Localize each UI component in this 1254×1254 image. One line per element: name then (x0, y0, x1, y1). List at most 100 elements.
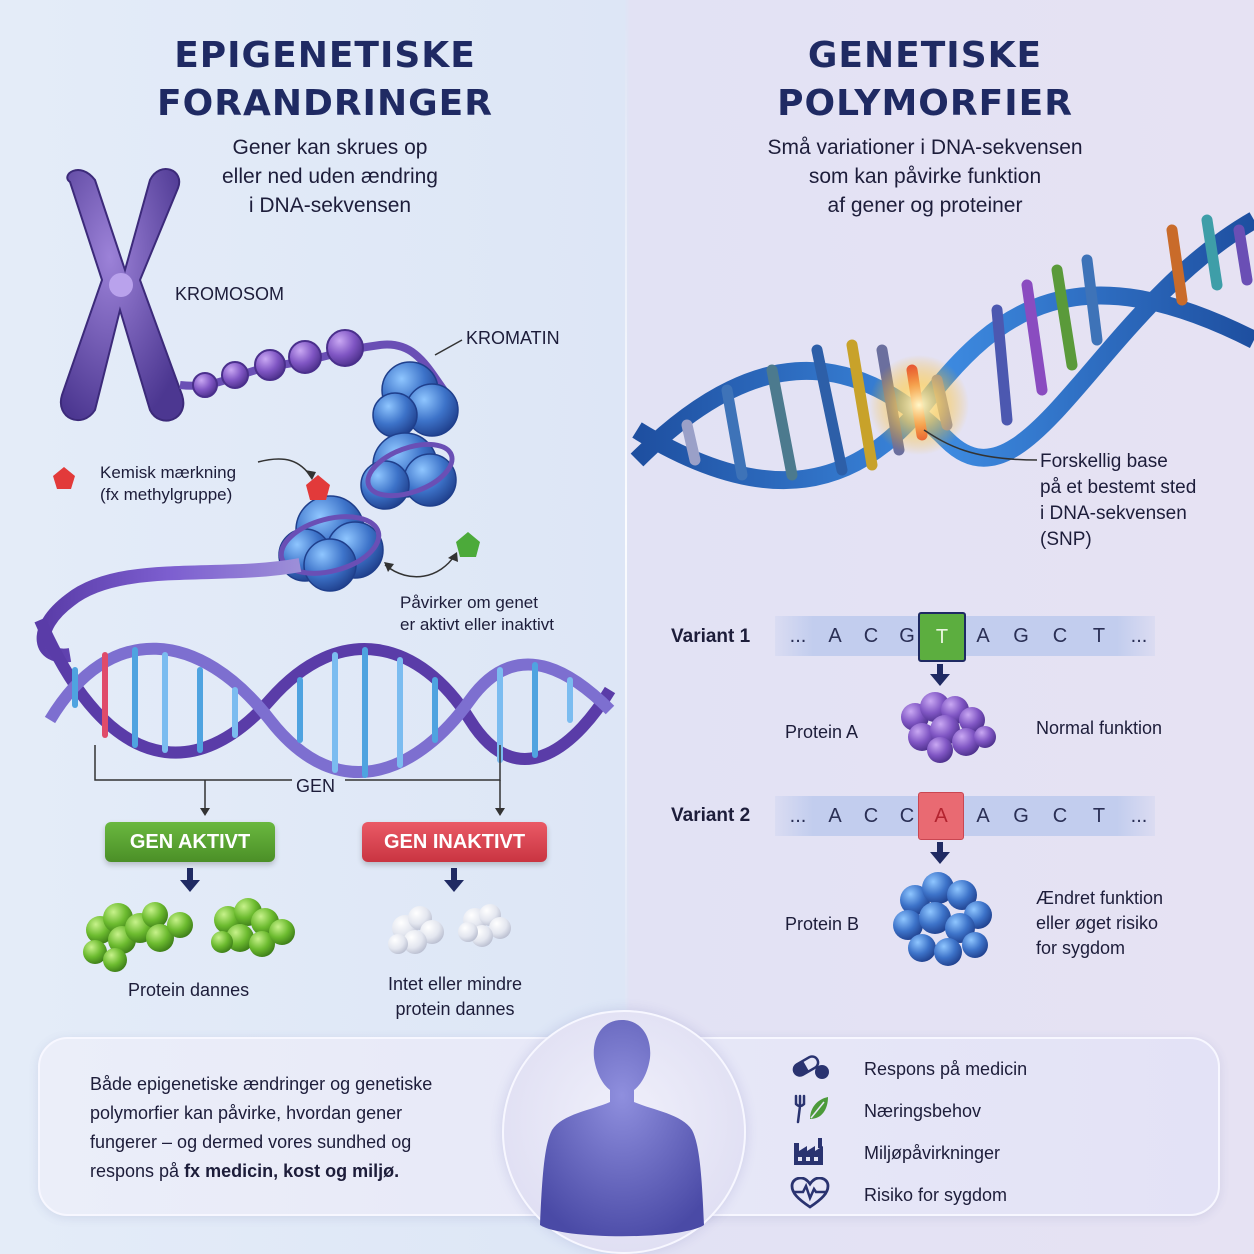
chemical-mark-line1: Kemisk mærkning (100, 463, 237, 482)
variant2-result-line1: Ændret funktion (1036, 888, 1164, 908)
chemical-mark-line2: (fx methylgruppe) (100, 485, 233, 504)
variant2-base: C (863, 805, 879, 827)
chemical-mark-label: Kemisk mærkning (fx methylgruppe) (100, 462, 236, 506)
chromosome-label: KROMOSOM (175, 284, 285, 304)
summary-text: Både epigenetiske ændringer og genetiske… (90, 1070, 490, 1186)
variant2-base: C (899, 805, 915, 827)
variant2-base: T (1092, 805, 1106, 827)
left-title-line2: FORANDRINGER (157, 83, 493, 124)
item-medicine-label: Respons på medicin (864, 1059, 1028, 1079)
right-title-line2: POLYMORFIER (777, 83, 1073, 124)
protein-b-graphic (893, 842, 992, 966)
variant2-base: ... (1130, 805, 1148, 827)
inactive-result-line2: protein dannes (395, 999, 515, 1019)
protein-outcomes-left (83, 868, 511, 972)
right-subtitle: Små variationer i DNA-sekvensen som kan … (725, 133, 1125, 220)
white-protein-cluster (388, 904, 511, 954)
legend-mark-red (53, 467, 75, 489)
effect-label: Påvirker om genet er aktivt eller inakti… (400, 592, 554, 636)
snp-line2: på et bestemt sted (1040, 477, 1197, 498)
variant1-base: A (976, 625, 990, 647)
item-environment-label: Miljøpåvirkninger (864, 1143, 1001, 1163)
right-title: GENETISKE POLYMORFIER (700, 32, 1150, 128)
summary-line1: Både epigenetiske ændringer og genetiske (90, 1074, 433, 1094)
variant1-base: G (1013, 625, 1029, 647)
summary-line2: polymorfier kan påvirke, hvordan gener (90, 1103, 403, 1123)
variant1-base: C (1052, 625, 1068, 647)
green-protein-cluster (83, 898, 295, 972)
summary-line4-bold: fx medicin, kost og miljø. (184, 1161, 400, 1181)
dna-helix-left (34, 617, 616, 778)
snp-line3: i DNA-sekvensen (1040, 503, 1187, 524)
left-subtitle-line3: i DNA-sekvensen (248, 194, 412, 217)
snp-line4: (SNP) (1040, 529, 1092, 550)
protein-a-graphic (901, 664, 996, 763)
variant1-base: ... (1130, 625, 1148, 647)
methyl-mark-red (306, 475, 330, 500)
down-arrow-icon (930, 664, 950, 686)
variant2-base: C (1052, 805, 1068, 827)
gene-label: GEN (296, 776, 336, 796)
effect-line1: Påvirker om genet (400, 593, 538, 612)
variant2-base: A (976, 805, 990, 827)
protein-b-label: Protein B (785, 914, 860, 934)
down-arrow-icon (444, 868, 464, 892)
variant2-result-line2: eller øget risiko (1036, 913, 1159, 933)
down-arrow-icon (180, 868, 200, 892)
variant1-label: Variant 1 (671, 626, 751, 647)
left-subtitle-line2: eller ned uden ændring (222, 165, 438, 188)
variant1-base: ... (789, 625, 807, 647)
snp-line1: Forskellig base (1040, 451, 1168, 472)
human-figure-icon (540, 1020, 704, 1237)
heart-pulse-icon (790, 1177, 830, 1209)
snp-highlight-glow (869, 355, 969, 455)
left-subtitle: Gener kan skrues op eller ned uden ændri… (175, 133, 485, 220)
gene-inactive-badge: GEN INAKTIVT (362, 822, 547, 862)
gene-bracket-left (94, 745, 292, 781)
variant2-sequence: ... A C C A A G C T ... (775, 792, 1155, 840)
summary-line3: fungerer – og dermed vores sundhed og (90, 1132, 412, 1152)
item-nutrition-label: Næringsbehov (864, 1101, 982, 1121)
variant2-base: A (828, 805, 842, 827)
variant2-snp-base: A (918, 792, 964, 840)
protein-a-label: Protein A (785, 722, 859, 742)
variant1-sequence: ... A C G T A G C T ... (775, 612, 1155, 662)
dna-helix-right (630, 212, 1254, 490)
gene-active-badge: GEN AKTIVT (105, 822, 275, 862)
variant1-snp-base: T (918, 612, 966, 662)
dna-loop (36, 558, 302, 663)
factory-icon (794, 1138, 823, 1165)
active-result-label: Protein dannes (128, 980, 250, 1000)
right-subtitle-line2: som kan påvirke funktion (808, 165, 1042, 188)
summary-line4-normal: respons på (90, 1161, 185, 1181)
variant1-result: Normal funktion (1036, 718, 1163, 738)
panel-divider (625, 20, 627, 1030)
item-disease-risk-label: Risiko for sygdom (864, 1185, 1008, 1205)
pill-icon (792, 1055, 829, 1079)
snp-description: Forskellig base på et bestemt sted i DNA… (1040, 449, 1196, 553)
variant2-base: G (1013, 805, 1029, 827)
variant2-result: Ændret funktion eller øget risiko for sy… (1036, 886, 1163, 961)
variant2-result-line3: for sygdom (1036, 938, 1126, 958)
snp-pointer (923, 429, 1038, 461)
variant1-base: A (828, 625, 842, 647)
right-title-line1: GENETISKE (807, 35, 1043, 76)
left-title: EPIGENETISKE FORANDRINGER (100, 32, 550, 128)
summary-line4: respons på fx medicin, kost og miljø. (90, 1157, 490, 1186)
chromatin-beads (192, 329, 364, 398)
down-arrow-icon (930, 842, 950, 864)
left-subtitle-line1: Gener kan skrues op (232, 136, 428, 159)
fork-leaf-icon (794, 1094, 828, 1124)
chromosome-shape (59, 168, 185, 422)
variant2-label: Variant 2 (671, 805, 751, 826)
methyl-mark-green (456, 532, 480, 557)
epigenetics-illustration (34, 168, 616, 816)
inactive-result-label: Intet eller mindre protein dannes (375, 972, 535, 1022)
right-subtitle-line3: af gener og proteiner (827, 194, 1023, 217)
inactive-result-line1: Intet eller mindre (387, 974, 523, 994)
variant1-base: C (863, 625, 879, 647)
chromatin-label: KROMATIN (466, 328, 560, 348)
variant2-base: ... (789, 805, 807, 827)
effect-line2: er aktivt eller inaktivt (400, 615, 554, 634)
variant1-base: T (1092, 625, 1106, 647)
